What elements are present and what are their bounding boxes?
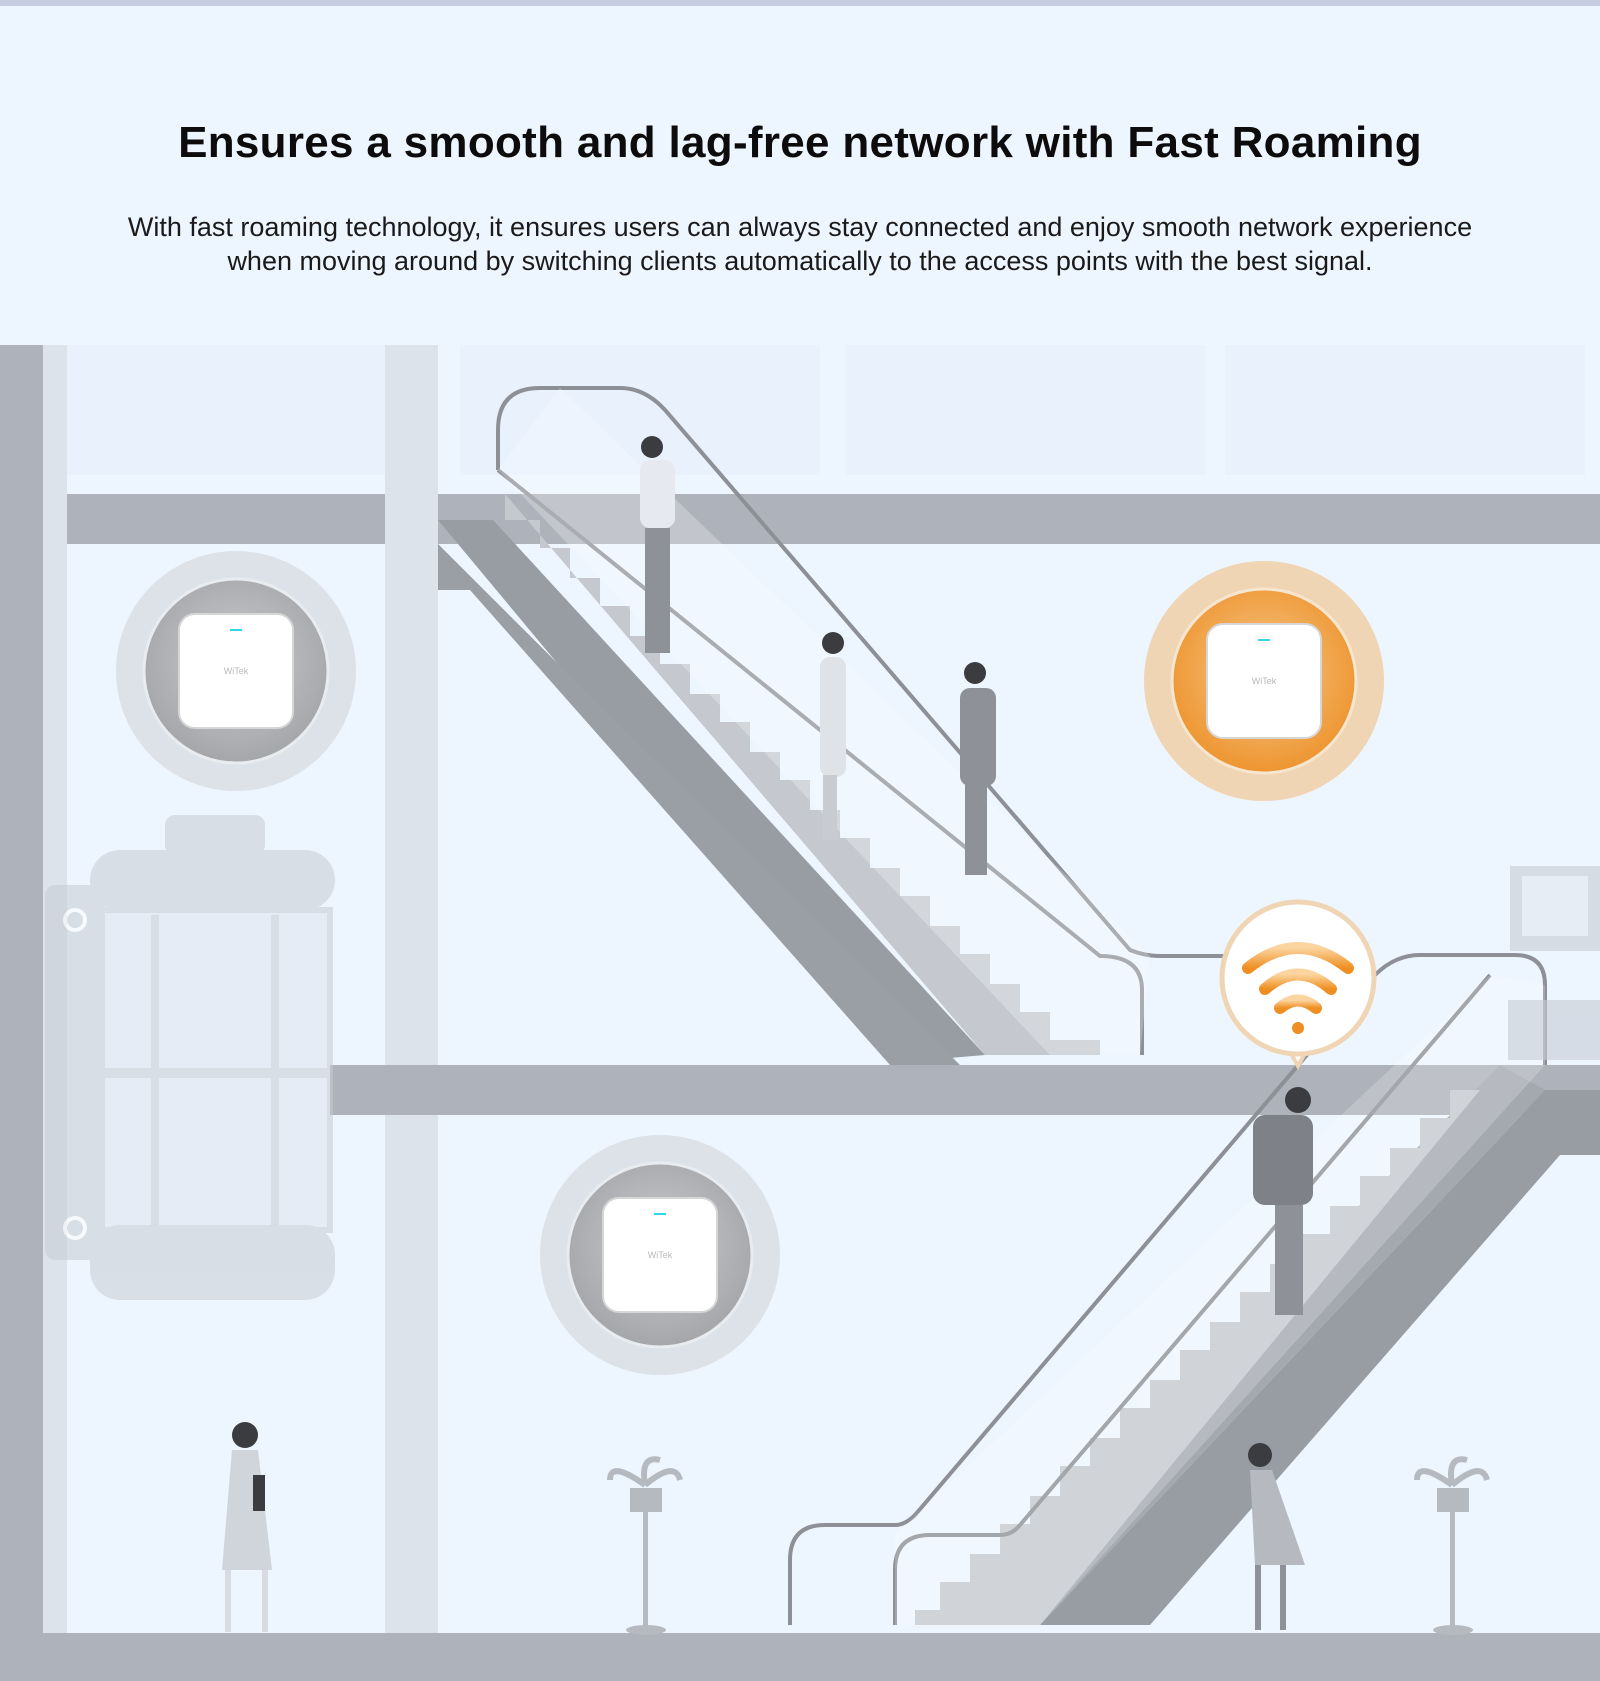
lower-escalator [788, 953, 1600, 1625]
header: Ensures a smooth and lag-free network wi… [0, 0, 1600, 345]
wall-panels [67, 345, 1585, 475]
person-escalator-3 [960, 662, 996, 875]
top-border [0, 0, 1600, 6]
access-point-lower-middle [540, 1135, 780, 1375]
person-walking [222, 1422, 272, 1632]
wifi-signal-bubble [1219, 899, 1377, 1071]
wifi-dot [1292, 1022, 1304, 1034]
glass-elevator [45, 815, 335, 1300]
access-point-upper-left [116, 551, 356, 791]
subtitle-line-2: when moving around by switching clients … [227, 246, 1373, 276]
potted-plants [607, 1456, 1490, 1635]
building-structure [0, 345, 1600, 1681]
wifi-icon [1242, 942, 1354, 1014]
person-escalator-1 [640, 436, 675, 653]
people [222, 436, 1313, 1632]
access-point-upper-right-active [1144, 561, 1384, 801]
person-business [1253, 1087, 1313, 1315]
page-subtitle: With fast roaming technology, it ensures… [40, 210, 1560, 278]
page-title: Ensures a smooth and lag-free network wi… [178, 118, 1422, 167]
person-phone [1248, 1443, 1305, 1630]
person-escalator-2 [820, 632, 846, 840]
subtitle-line-1: With fast roaming technology, it ensures… [127, 212, 1473, 242]
info-kiosk [1508, 866, 1600, 1060]
